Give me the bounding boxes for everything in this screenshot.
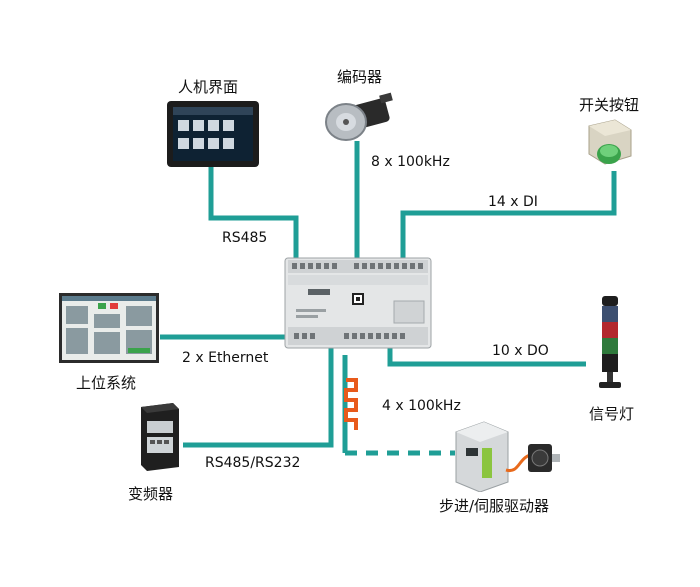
encoder-label: 编码器 <box>337 68 383 86</box>
host-label: 上位系统 <box>76 374 137 392</box>
hmi-link <box>208 166 299 258</box>
do-link-label: 10 x DO <box>492 343 549 359</box>
button-label: 开关按钮 <box>579 96 640 114</box>
host-system-device <box>59 293 159 363</box>
pulse-signal-icon <box>344 378 358 430</box>
pulse-link-label: 4 x 100kHz <box>382 398 461 414</box>
serial-link <box>183 342 334 448</box>
hmi-label: 人机界面 <box>178 78 239 96</box>
servo-drive-device <box>455 421 560 492</box>
rs485-link-label: RS485 <box>222 230 268 246</box>
ethernet-link <box>160 334 303 346</box>
signal-lamp-device <box>599 296 621 388</box>
serial-link-label: RS485/RS232 <box>205 455 301 471</box>
encoder-device <box>325 92 393 141</box>
do-link <box>387 346 586 367</box>
hmi-device <box>167 101 259 167</box>
drive-label: 步进/伺服驱动器 <box>439 497 550 515</box>
encoder-link-label: 8 x 100kHz <box>371 154 450 170</box>
vfd-label: 变频器 <box>128 485 174 503</box>
controller-device <box>284 257 432 349</box>
vfd-device <box>141 403 179 471</box>
di-link <box>400 171 617 258</box>
ethernet-link-label: 2 x Ethernet <box>182 350 269 366</box>
di-link-label: 14 x DI <box>488 194 538 210</box>
signal-lamp-label: 信号灯 <box>589 405 635 423</box>
push-button-device <box>588 119 632 165</box>
